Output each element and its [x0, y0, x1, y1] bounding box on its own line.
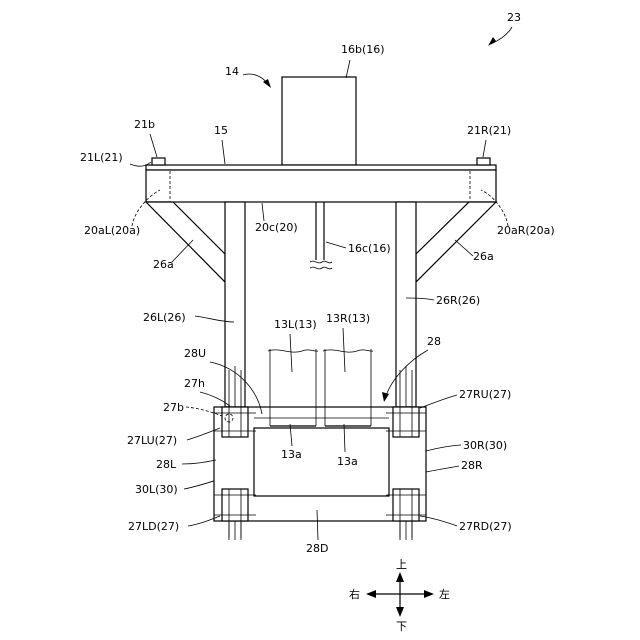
label-20aR: 20aR(20a): [497, 224, 555, 237]
leader-28R: [426, 466, 459, 472]
label-27LU: 27LU(27): [127, 434, 177, 447]
break-mark-1: [310, 261, 332, 263]
brace-26a-left: 26a: [146, 202, 225, 282]
carriage-window: [254, 428, 389, 496]
bearing-27LU-body: [222, 407, 248, 437]
carriage-28: 28 28U 28L 28R 28D: [156, 335, 483, 555]
arrowhead-28: [382, 392, 389, 402]
bolt-head-21R: [477, 158, 490, 165]
leader-16c: [326, 242, 346, 248]
label-27RD: 27RD(27): [459, 520, 512, 533]
label-28D: 28D: [306, 542, 328, 555]
label-30R: 30R(30): [463, 439, 507, 452]
leader-28L: [182, 460, 216, 464]
leader-27RU: [420, 395, 457, 408]
label-13R: 13R(13): [326, 312, 370, 325]
label-13L: 13L(13): [274, 318, 317, 331]
leader-13R: [343, 328, 345, 372]
label-26R: 26R(26): [436, 294, 480, 307]
label-27h: 27h: [184, 377, 205, 390]
label-27LD: 27LD(27): [128, 520, 179, 533]
label-13a-right: 13a: [337, 455, 358, 468]
label-28L: 28L: [156, 458, 177, 471]
beam-body: [146, 170, 496, 202]
leader-21R: [483, 140, 486, 157]
label-20c: 20c(20): [255, 221, 298, 234]
bearing-27LD-body: [222, 489, 248, 521]
motor-unit-16b: 16b(16): [282, 43, 385, 165]
label-14: 14: [225, 65, 239, 78]
label-21L: 21L(21): [80, 151, 123, 164]
direction-compass: 上 下 右 左: [349, 558, 450, 633]
arrow-left-direction-icon: [424, 590, 434, 598]
leader-20c: [262, 203, 264, 221]
arm-13L-break: [268, 350, 318, 352]
motor-box: [282, 77, 356, 165]
arm-13R-break: [323, 350, 373, 352]
label-30L: 30L(30): [135, 483, 178, 496]
bearing-27RD: 27RD(27): [386, 489, 512, 533]
bolt-21L: 21b 21L(21): [80, 118, 165, 166]
label-27RU: 27RU(27): [459, 388, 511, 401]
label-27b: 27b: [163, 401, 184, 414]
label-16b: 16b(16): [341, 43, 385, 56]
bearing-27RD-body: [393, 489, 419, 521]
label-21b: 21b: [134, 118, 155, 131]
compass-down-label: 下: [396, 620, 407, 633]
plate-15: [146, 165, 496, 170]
figure-reference: 23: [488, 11, 521, 46]
leader-15: [222, 140, 225, 164]
break-mark-2: [310, 267, 332, 269]
bearing-27RU-body: [393, 407, 419, 437]
leader-16b: [346, 60, 350, 78]
label-26a-right: 26a: [473, 250, 494, 263]
arrow-right-direction-icon: [366, 590, 376, 598]
compass-up-label: 上: [396, 558, 407, 571]
bolt-head-21L: [152, 158, 165, 165]
brace-right: [416, 202, 496, 282]
compass-left-label: 左: [439, 588, 450, 601]
label-26L: 26L(26): [143, 311, 186, 324]
arrow-down-icon: [396, 607, 404, 617]
label-28U: 28U: [184, 347, 206, 360]
compass-right-label: 右: [349, 587, 360, 601]
shaft-16c: 16c(16): [310, 202, 391, 269]
leader-21b: [150, 134, 157, 157]
label-28: 28: [427, 335, 441, 348]
label-13a-left: 13a: [281, 448, 302, 461]
figure-number: 23: [507, 11, 521, 24]
brace-26a-right: 26a: [416, 202, 496, 282]
leader-26a-left: [172, 240, 193, 262]
arrow-up-icon: [396, 572, 404, 582]
label-28R: 28R: [461, 459, 483, 472]
label-15: 15: [214, 124, 228, 137]
figure-ref-arrowhead: [488, 37, 496, 46]
leader-26a-right: [455, 240, 473, 256]
label-26a-left: 26a: [153, 258, 174, 271]
label-16c: 16c(16): [348, 242, 391, 255]
label-21R: 21R(21): [467, 124, 511, 137]
bolt-21R: 21R(21): [467, 124, 511, 165]
leader-13L: [290, 334, 292, 372]
